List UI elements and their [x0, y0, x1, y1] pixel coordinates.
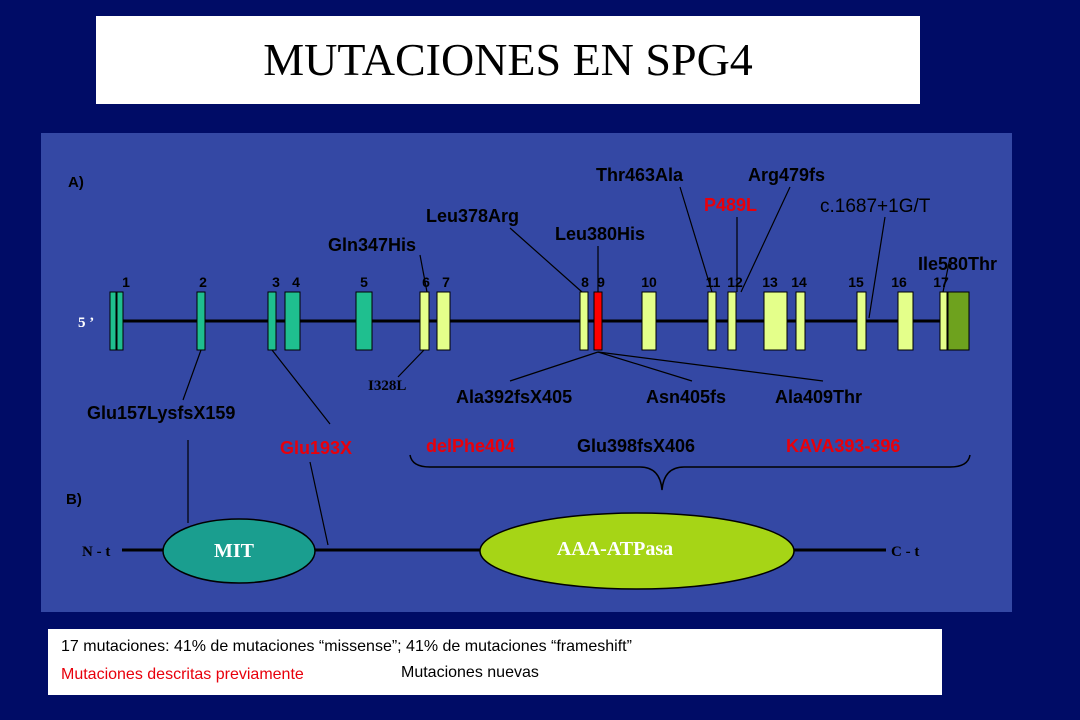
- exon-14: [795, 291, 806, 351]
- exon-number: 8: [581, 274, 589, 290]
- exon-number: 6: [422, 274, 430, 290]
- exon-16: [897, 291, 914, 351]
- exon-8: [579, 291, 589, 351]
- mutation-label: Glu398fsX406: [577, 436, 695, 456]
- mutation-label: Ala409Thr: [775, 387, 862, 407]
- mutation-label: Ala392fsX405: [456, 387, 572, 407]
- exons: [109, 291, 970, 351]
- exon-7: [436, 291, 451, 351]
- exon-10: [641, 291, 657, 351]
- mutation-label: Arg479fs: [748, 165, 825, 185]
- exon-number: 9: [597, 274, 605, 290]
- exon-17a: [939, 291, 948, 351]
- exon-6: [419, 291, 430, 351]
- exon-number: 13: [762, 274, 778, 290]
- section-a-label: A): [68, 174, 84, 191]
- exon-1b: [116, 291, 124, 351]
- exon-15: [856, 291, 867, 351]
- mutation-label: c.1687+1G/T: [820, 196, 931, 217]
- mutation-label-previous: Glu193X: [280, 438, 352, 458]
- exon-number: 2: [199, 274, 207, 290]
- mutation-label: Leu378Arg: [426, 206, 519, 226]
- exon-1a: [109, 291, 117, 351]
- exon-4: [284, 291, 301, 351]
- grouping-brace: [409, 454, 971, 491]
- mutation-label: Asn405fs: [646, 387, 726, 407]
- exon-number: 17: [933, 274, 949, 290]
- exon-11: [707, 291, 717, 351]
- exon-number: 3: [272, 274, 280, 290]
- slide-title: MUTACIONES EN SPG4: [263, 34, 753, 85]
- mutation-label: Leu380His: [555, 224, 645, 244]
- mutations-below: I328L Ala392fsX405 Asn405fs Ala409Thr Gl…: [87, 378, 900, 458]
- exon-9: [593, 291, 603, 351]
- mit-domain: [162, 518, 316, 584]
- mutation-label-previous: delPhe404: [426, 436, 515, 456]
- title-box: MUTACIONES EN SPG4: [96, 16, 920, 104]
- exon-13: [763, 291, 788, 351]
- mutation-label: I328L: [368, 378, 406, 394]
- legend-new-mutations: Mutaciones nuevas: [401, 664, 539, 681]
- mutations-above: Thr463Ala Arg479fs P489L Leu378Arg c.168…: [328, 165, 997, 274]
- exon-3: [267, 291, 277, 351]
- mutation-label: Ile580Thr: [918, 254, 997, 274]
- exon-number: 15: [848, 274, 864, 290]
- mutation-label-previous: P489L: [704, 195, 757, 215]
- exon-12: [727, 291, 737, 351]
- exon-number: 16: [891, 274, 907, 290]
- mutation-label: Gln347His: [328, 235, 416, 255]
- c-terminus-label: C - t: [891, 544, 919, 560]
- exon-5: [355, 291, 373, 351]
- legend-previously-described: Mutaciones descritas previamente: [61, 666, 304, 683]
- aaa-atpase-domain: [479, 512, 795, 590]
- exon-number: 4: [292, 274, 300, 290]
- exon-17b: [947, 291, 970, 351]
- exon-number: 14: [791, 274, 807, 290]
- mutation-label: Thr463Ala: [596, 165, 684, 185]
- section-b-label: B): [66, 491, 82, 508]
- exon-2: [196, 291, 206, 351]
- exon-numbers: 1 2 3 4 5 6 7 8 9 10 11 12 13 14 15 16 1…: [122, 274, 949, 290]
- n-terminus-label: N - t: [82, 544, 110, 560]
- legend-summary: 17 mutaciones: 41% de mutaciones “missen…: [61, 638, 632, 655]
- mutation-label-previous: KAVA393-396: [786, 436, 900, 456]
- exon-number: 1: [122, 274, 130, 290]
- mit-domain-label: MIT: [214, 540, 255, 562]
- exon-number: 11: [706, 274, 721, 290]
- exon-number: 7: [442, 274, 450, 290]
- mutation-label: Glu157LysfsX159: [87, 403, 235, 423]
- five-prime-label: 5 ’: [78, 315, 94, 331]
- exon-number: 12: [727, 274, 743, 290]
- mutation-connectors: [182, 186, 951, 546]
- legend-box: 17 mutaciones: 41% de mutaciones “missen…: [48, 629, 942, 695]
- exon-number: 10: [641, 274, 657, 290]
- exon-number: 5: [360, 274, 368, 290]
- aaa-atpase-domain-label: AAA-ATPasa: [557, 538, 673, 560]
